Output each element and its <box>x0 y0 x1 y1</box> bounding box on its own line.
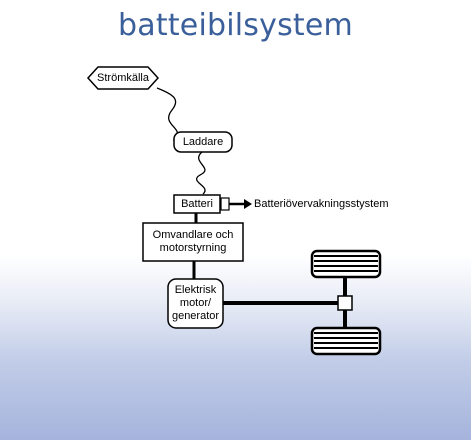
charger-box <box>173 131 233 153</box>
diagram-title: batteibilsystem <box>118 8 353 43</box>
wheel-bottom <box>310 326 382 356</box>
inverter-box <box>142 222 244 262</box>
source-hexagon <box>86 66 160 90</box>
monitoring-arrow <box>244 199 252 209</box>
battery-terminal <box>220 197 230 211</box>
source-label: Strömkälla <box>97 72 149 84</box>
motor-label: Elektrisk motor/ generator <box>171 284 220 322</box>
monitoring-label: Batteriövervakningsstystem <box>254 198 389 210</box>
differential <box>337 295 353 311</box>
charger-label: Laddare <box>182 136 224 148</box>
wheel-top <box>310 249 382 279</box>
inverter-label: Omvandlare och motorstyrning <box>152 229 234 254</box>
cable-charger-to-battery <box>196 151 206 195</box>
battery-label: Batteri <box>181 198 213 210</box>
